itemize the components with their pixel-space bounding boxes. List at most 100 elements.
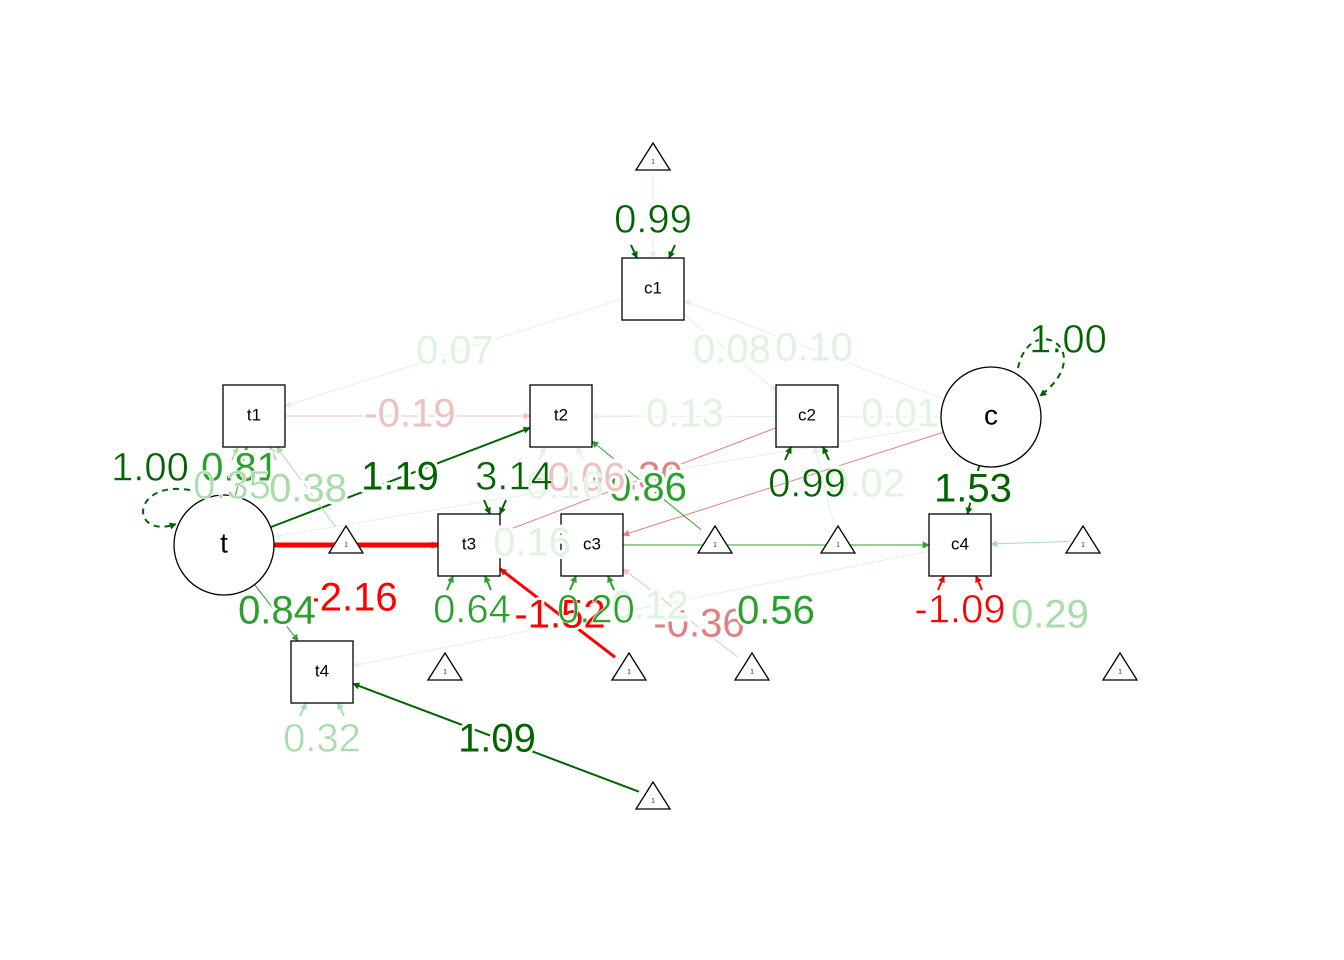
edge-tri_t1-t1 [276,446,337,528]
edge-label-halo: 1.09 [458,717,536,761]
manifest-label-t2: t2 [554,405,568,424]
manifest-node-t4 [290,640,354,704]
edges-layer [142,172,1070,793]
manifest-node-t2 [529,384,593,448]
variance-arrow-c2 [784,446,792,461]
intercept-label: 1 [344,543,348,549]
variance-arrow-t3 [483,499,491,515]
edge-label-halo: -1.52 [514,593,605,637]
edge-label-halo: 0.02 [827,462,905,506]
variance-arrow-c4 [975,575,983,591]
edge-label-tri_c4-c4: 0.29 [1011,593,1089,637]
edge-label-t-t2: 1.19 [361,455,439,499]
manifest-node-c2 [775,384,839,448]
variance-label-c2: 0.99 [768,462,846,506]
edge-label-c-c3: -0.36 [653,602,744,646]
variance-arrow-c2 [822,446,830,461]
edge-label-halo: 1.19 [361,455,439,499]
edge-label-halo: 0.10 [775,326,853,370]
edge-label-c1-t1: 0.07 [416,329,494,373]
edge-label-c-t2: 0.13 [646,392,724,436]
edge-tri_c3-c3 [622,568,739,658]
edge-t-t1 [234,446,249,497]
variance-label-c3: 0.20 [557,588,635,632]
intercept-triangle [634,141,672,171]
edge-c2-t3 [499,427,777,535]
manifest-node-c3 [560,513,624,577]
intercept-triangle [327,524,365,554]
manifest-node-t1 [222,384,286,448]
edge-c-c3 [622,431,944,537]
intercept-label: 1 [1081,543,1085,549]
variance-label-t3: 3.14 [475,455,553,499]
latent-label-c: c [984,399,998,430]
edge-tri_t3-t3 [499,567,616,659]
edge-c-t2 [591,412,942,420]
edge-label-halo: 0.16 [493,521,571,565]
variance-label-c4: -1.09 [914,588,1005,632]
edge-label-t-t4: 0.84 [238,589,316,633]
edge-label-halo: -0.06 [534,456,625,500]
manifest-label-t3: t3 [462,534,476,553]
edge-label-halo: 0.86 [609,466,687,510]
edge-tri_t4-t4 [352,682,640,793]
edge-label-tri_t1-t1: 0.38 [269,467,347,511]
variance-arrow-c1 [630,244,638,259]
variance-arrow-c1 [668,244,676,259]
edge-c1-c2 [683,314,777,391]
edge-label-t1-t2: -0.19 [364,392,455,436]
variance-arrow-t2 [538,446,546,461]
edge-tri_c4-c4 [990,540,1070,548]
edge-label-tri_c3-c3: -0.06 [534,456,625,500]
edge-label-t-t1: 0.81 [201,446,279,490]
edge-label-halo: 0.84 [238,589,316,633]
edge-label-c-c4: 1.53 [934,467,1012,511]
manifest-node-t3 [437,513,501,577]
variance-arrow-t1 [231,446,239,461]
variance-label-c1: 0.99 [614,198,692,242]
intercept-triangle [819,524,857,554]
edge-label-tri_t4-t4: 1.09 [458,717,536,761]
edge-c1-t1 [284,298,623,408]
variance-arrow-t3b [484,575,492,591]
edge-label-tri_t3-t3: -1.52 [514,593,605,637]
variance-arrow-c3 [607,575,615,591]
edge-label-halo: 0.01 [861,392,939,436]
edge-label-c4-t4: 0.12 [611,584,689,628]
edge-label-halo: 1.53 [934,467,1012,511]
variance-arrow-t3b [446,575,454,591]
edge-label-c2-t3: -0.30 [591,455,682,499]
manifest-label-c4: c4 [951,534,969,553]
intercept-triangle [733,651,771,681]
variance-label-t2: 0.16 [526,464,604,508]
variance-arrow-t4 [299,702,307,717]
manifest-label-c3: c3 [583,534,601,553]
edge-label-halo: 0.38 [269,467,347,511]
variance-arrow-c3 [569,575,577,591]
latent-node-t [173,494,275,596]
edge-label-halo: 0.56 [737,589,815,633]
variance-label-t1: 0.35 [193,464,271,508]
intercept-label: 1 [750,670,754,676]
edge-label-c-c1: 0.10 [775,326,853,370]
manifest-node-c4 [928,513,992,577]
variance-label-t: 1.00 [111,446,189,490]
manifest-label-t1: t1 [247,405,261,424]
edge-label-halo: -0.19 [364,392,455,436]
edge-label-halo: 0.81 [201,446,279,490]
variance-arrow-t1 [269,446,277,461]
edge-label-halo: -0.30 [591,455,682,499]
variance-arrow-t2 [576,446,584,461]
edge-label-halo: 0.07 [416,329,494,373]
manifest-label-t4: t4 [315,661,329,680]
intercept-triangle [1101,651,1139,681]
edge-label-tri_t2-t2: 0.86 [609,466,687,510]
edge-label-halo: -0.36 [653,602,744,646]
variance-label-t3b: 0.64 [433,588,511,632]
manifest-label-c2: c2 [798,405,816,424]
edge-t-t4 [254,584,299,642]
intercept-label: 1 [836,543,840,549]
